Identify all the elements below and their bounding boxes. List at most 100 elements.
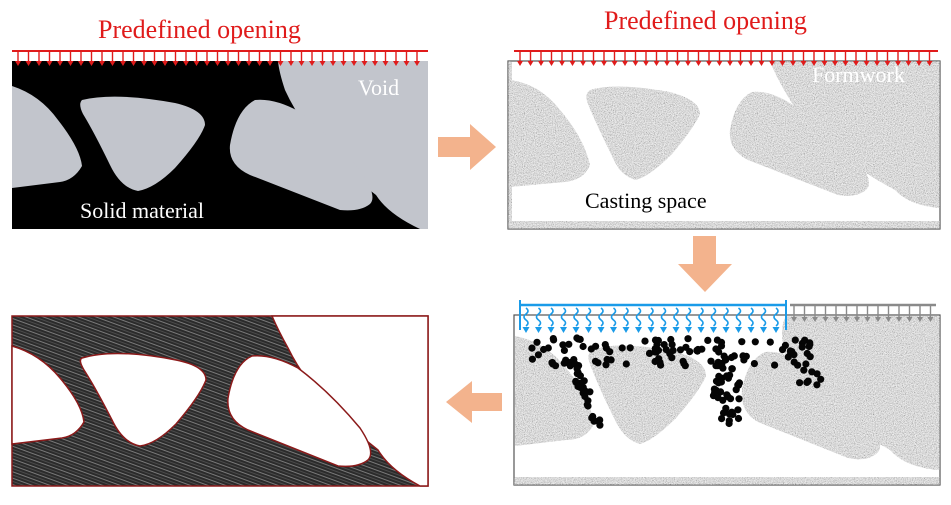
flow-wave-head: [622, 327, 630, 333]
particle: [719, 409, 728, 417]
load-arrow-head: [109, 61, 116, 66]
particle: [641, 337, 649, 345]
load-arrow-head: [664, 61, 670, 66]
particle: [528, 344, 536, 352]
final-void-left: [11, 345, 85, 445]
flow-wave: [548, 307, 554, 327]
load-arrow-head: [843, 317, 850, 322]
load-arrow-head: [885, 317, 892, 322]
load-arrow-head: [927, 317, 934, 322]
particle: [651, 336, 660, 344]
particle: [662, 346, 670, 354]
flow-wave-head: [735, 327, 742, 333]
particle: [528, 355, 537, 363]
particle: [565, 340, 573, 348]
casting-space-label: Casting space: [585, 188, 707, 213]
flow-wave-head: [635, 327, 642, 333]
load-arrow-head: [256, 61, 263, 66]
particle: [723, 372, 731, 380]
load-arrow-head: [309, 61, 315, 66]
load-arrow-head: [204, 61, 210, 66]
formwork-middle: [586, 86, 700, 180]
particle: [734, 414, 743, 423]
particle: [574, 382, 582, 391]
flow-arrow-down: [678, 236, 732, 292]
particle: [715, 372, 723, 380]
load-arrow-head: [643, 61, 649, 66]
particle: [669, 346, 677, 354]
load-arrow-head: [706, 61, 712, 66]
particle: [790, 358, 798, 366]
particle: [667, 335, 675, 344]
load-arrow-head: [905, 61, 912, 66]
particle: [592, 342, 600, 350]
particle: [588, 414, 596, 422]
solid-material-label: Solid material: [80, 198, 204, 223]
particle: [725, 410, 733, 418]
particle: [714, 394, 722, 402]
load-arrow-head: [791, 317, 797, 322]
particle: [684, 335, 692, 343]
flow-wave-head: [697, 327, 705, 333]
load-arrow-head: [235, 61, 242, 66]
opening-label-left: Predefined opening: [98, 15, 301, 44]
particle: [740, 356, 748, 364]
particle: [735, 395, 743, 403]
particle: [735, 379, 744, 387]
particle: [618, 344, 626, 352]
flow-wave-head: [722, 327, 730, 333]
load-arrow-head: [833, 317, 839, 322]
flow-wave-head: [572, 327, 580, 333]
load-arrow-head: [737, 61, 744, 66]
flow-wave: [773, 307, 779, 327]
particle: [802, 360, 810, 368]
load-arrow-head: [414, 61, 420, 66]
particle: [645, 349, 654, 357]
load-arrow-head: [361, 61, 368, 66]
particle: [626, 344, 634, 352]
flow-wave: [598, 307, 604, 327]
casting-formwork-bottom: [514, 477, 940, 485]
particle: [813, 381, 821, 389]
particle: [676, 346, 685, 354]
particle: [548, 359, 556, 367]
particle: [573, 365, 581, 373]
particle: [803, 378, 811, 386]
particle: [722, 356, 730, 364]
formwork-top-right: [770, 61, 940, 208]
particle: [817, 375, 825, 383]
load-arrow-head: [854, 317, 860, 322]
load-arrow-head: [812, 317, 818, 322]
particle: [704, 336, 712, 344]
flow-wave: [523, 307, 529, 327]
particle: [584, 402, 592, 410]
flow-wave: [748, 307, 754, 327]
load-arrow-head: [46, 61, 53, 66]
final-void-middle: [79, 352, 207, 447]
particle: [734, 406, 742, 414]
load-arrow-head: [527, 61, 534, 66]
load-arrow-head: [393, 61, 399, 66]
load-arrow-head: [288, 61, 294, 66]
load-arrow-head: [895, 61, 901, 66]
load-arrow-head: [120, 61, 126, 66]
load-arrow-head: [748, 61, 754, 66]
particle: [732, 386, 740, 394]
load-arrow-head: [769, 61, 775, 66]
load-arrow-head: [99, 61, 105, 66]
load-arrow-head: [319, 61, 326, 66]
flow-wave-head: [522, 327, 530, 333]
panel-formwork: Formwork Casting space Predefined openin…: [507, 6, 941, 230]
void-region-left: [12, 86, 82, 188]
panel-casting: [513, 300, 941, 486]
flow-wave: [610, 307, 617, 327]
load-arrow-head: [517, 61, 523, 66]
load-arrow-head: [896, 317, 902, 322]
casting-formwork-middle: [588, 345, 706, 444]
formwork-right-hole: [729, 91, 869, 196]
particle: [711, 388, 719, 396]
load-arrow-head: [193, 61, 200, 66]
particle: [622, 360, 630, 368]
formwork-left-edge: [508, 61, 512, 229]
